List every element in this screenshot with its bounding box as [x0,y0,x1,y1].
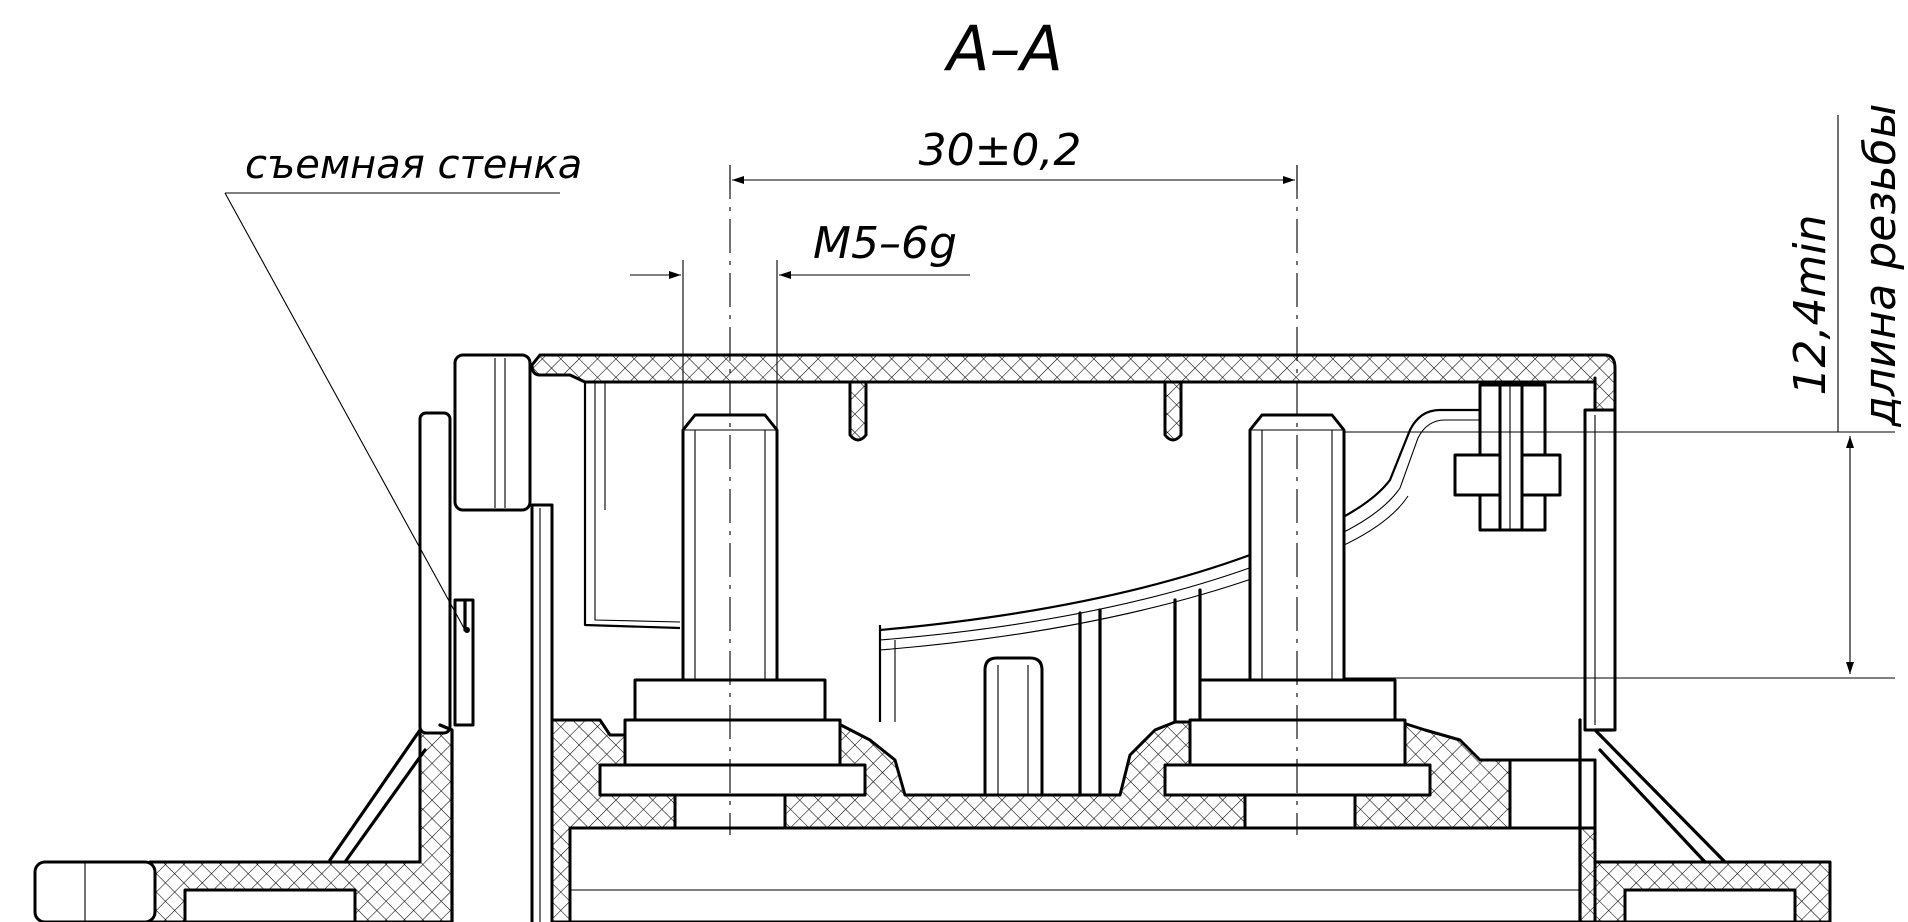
dimension-thread: M5–6g [630,218,970,430]
center-pin [983,656,1044,797]
base-flange [33,723,1832,922]
right-wall [1583,408,1617,732]
stud-right [1163,165,1432,835]
thread-spec-label: M5–6g [813,218,957,269]
dimension-center-distance: 30±0,2 [729,125,1298,190]
thread-length-caption: длина резьбы [1855,103,1906,427]
dimension-thread-length: 12,4min длина резьбы [1344,103,1906,679]
thread-length-value: 12,4min [1785,215,1836,396]
clamp [1453,383,1562,532]
removable-wall [418,353,554,922]
inner-outline [583,382,681,630]
removable-wall-callout: съемная стенка [224,142,582,631]
lid [530,353,1617,442]
section-title: A–A [943,12,1063,85]
center-distance-label: 30±0,2 [919,125,1082,176]
removable-wall-label: съемная стенка [245,142,582,188]
support-ribs [328,728,1727,864]
stud-left [598,165,867,835]
